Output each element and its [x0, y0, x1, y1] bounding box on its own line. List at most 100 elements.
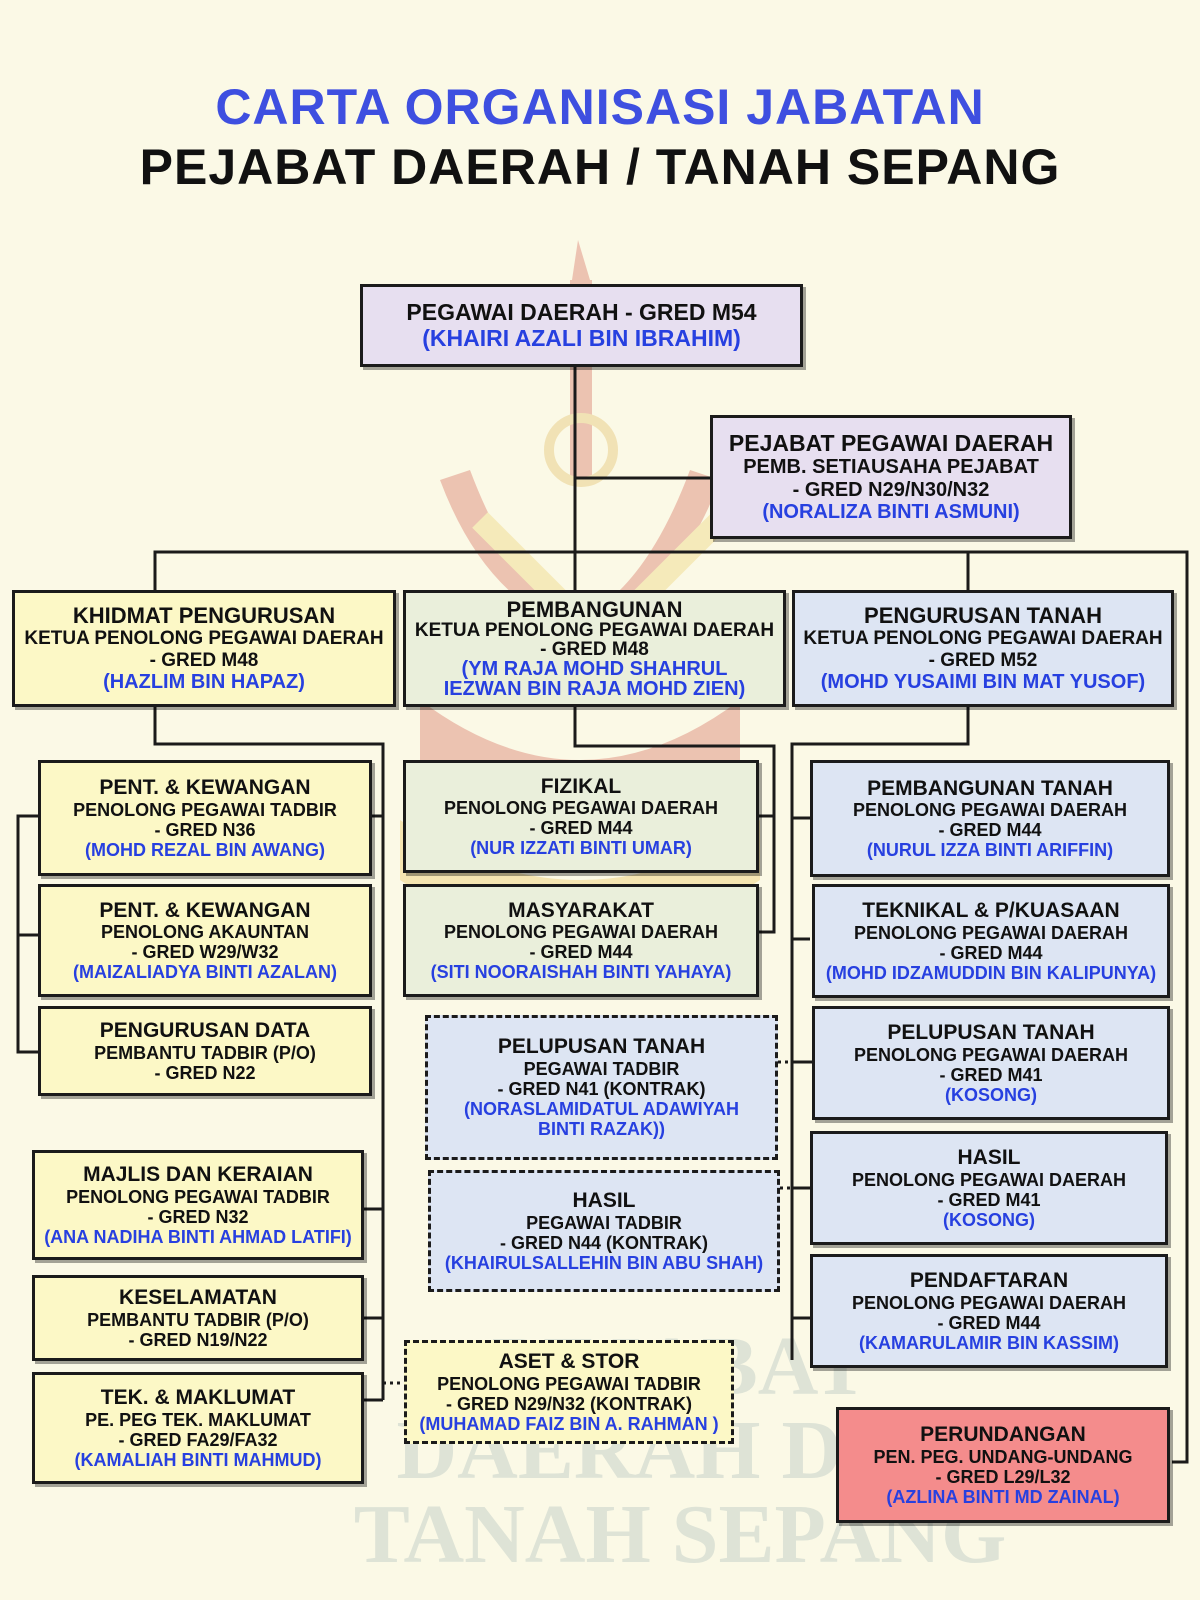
box-post: PEMB. SETIAUSAHA PEJABAT — [743, 456, 1039, 479]
box-grade: - GRED M48 — [540, 638, 649, 660]
box-title: TEKNIKAL & P/KUASAAN — [862, 899, 1120, 922]
box-grade: - GRED M44 — [938, 820, 1042, 841]
box-title: PEMBANGUNAN — [506, 596, 683, 622]
box-title: PENGURUSAN TANAH — [864, 602, 1102, 628]
box-name: (YM RAJA MOHD SHAHRUL IEZWAN BIN RAJA MO… — [443, 657, 746, 700]
box-name: (AZLINA BINTI MD ZAINAL) — [886, 1486, 1120, 1507]
box-pejabat-pegawai-daerah: PEJABAT PEGAWAI DAERAH PEMB. SETIAUSAHA … — [710, 415, 1072, 539]
box-grade: - GRED M44 — [529, 818, 633, 839]
box-name: (NURUL IZZA BINTI ARIFFIN) — [866, 840, 1114, 861]
box-grade: - GRED M41 — [939, 1064, 1043, 1085]
box-title: KESELAMATAN — [119, 1286, 277, 1310]
box-grade: - GRED N29/N32 (KONTRAK) — [445, 1393, 693, 1414]
box-post: PEMBANTU TADBIR (P/O) — [94, 1042, 316, 1063]
box-name: (SITI NOORAISHAH BINTI YAHAYA) — [430, 962, 732, 983]
box-title: ASET & STOR — [498, 1350, 640, 1373]
box-grade: - GRED N29/N30/N32 — [792, 478, 990, 501]
box-hasil: HASIL PENOLONG PEGAWAI DAERAH - GRED M41… — [810, 1131, 1168, 1245]
box-title: PELUPUSAN TANAH — [497, 1035, 706, 1059]
box-name: (KOSONG) — [943, 1209, 1035, 1230]
box-post: PENOLONG PEGAWAI TADBIR — [73, 799, 337, 820]
box-title: HASIL — [572, 1189, 636, 1212]
box-name: (NUR IZZATI BINTI UMAR) — [470, 838, 692, 859]
box-name: (KHAIRI AZALI BIN IBRAHIM) — [422, 324, 741, 351]
box-post: PE. PEG TEK. MAKLUMAT — [85, 1409, 311, 1430]
box-grade: - GRED L29/L32 — [935, 1466, 1071, 1487]
box-post: PENOLONG PEGAWAI DAERAH — [851, 1169, 1127, 1190]
box-title: PEMBANGUNAN TANAH — [867, 776, 1113, 800]
box-post: PENOLONG AKAUNTAN — [101, 922, 309, 943]
box-name: (MAIZALIADYA BINTI AZALAN) — [73, 962, 337, 983]
box-title: PERUNDANGAN — [920, 1423, 1086, 1446]
box-grade: - GRED N44 (KONTRAK) — [499, 1232, 708, 1253]
box-perundangan: PERUNDANGAN PEN. PEG. UNDANG-UNDANG - GR… — [836, 1407, 1170, 1523]
box-post: PEGAWAI TADBIR — [526, 1212, 682, 1233]
box-title: FIZIKAL — [540, 774, 622, 798]
box-post: KETUA PENOLONG PEGAWAI DAERAH — [24, 628, 384, 650]
box-post: KETUA PENOLONG PEGAWAI DAERAH — [414, 619, 775, 641]
box-title: PENGURUSAN DATA — [99, 1019, 311, 1043]
box-pembangunan-tanah: PEMBANGUNAN TANAH PENOLONG PEGAWAI DAERA… — [810, 760, 1170, 877]
box-grade: - GRED M44 — [939, 942, 1043, 963]
box-post: PEGAWAI TADBIR — [523, 1058, 680, 1079]
box-name: (KHAIRULSALLEHIN BIN ABU SHAH) — [444, 1252, 764, 1273]
middle-branch-line — [573, 706, 776, 934]
box-fizikal: FIZIKAL PENOLONG PEGAWAI DAERAH - GRED M… — [403, 760, 759, 873]
box-khidmat-pengurusan: KHIDMAT PENGURUSAN KETUA PENOLONG PEGAWA… — [12, 590, 396, 707]
box-post: PENOLONG PEGAWAI DAERAH — [443, 798, 719, 819]
box-hasil-kontrak: HASIL PEGAWAI TADBIR - GRED N44 (KONTRAK… — [428, 1170, 780, 1292]
box-kewangan-2: PENT. & KEWANGAN PENOLONG AKAUNTAN - GRE… — [38, 884, 372, 997]
box-post: PENOLONG PEGAWAI TADBIR — [66, 1186, 330, 1207]
box-name: (HAZLIM BIN HAPAZ) — [103, 670, 305, 693]
box-name: (KAMALIAH BINTI MAHMUD) — [74, 1449, 322, 1470]
box-pendaftaran: PENDAFTARAN PENOLONG PEGAWAI DAERAH - GR… — [810, 1254, 1168, 1368]
box-title: TEK. & MAKLUMAT — [100, 1386, 296, 1409]
box-keselamatan: KESELAMATAN PEMBANTU TADBIR (P/O) - GRED… — [32, 1275, 364, 1361]
box-grade: - GRED M48 — [149, 649, 259, 671]
box-grade: - GRED M41 — [937, 1189, 1041, 1210]
box-post: PENOLONG PEGAWAI DAERAH — [852, 800, 1128, 821]
left-branch-line — [153, 706, 385, 1400]
right-branch-line — [790, 706, 970, 1360]
box-pegawai-daerah: PEGAWAI DAERAH - GRED M54 (KHAIRI AZALI … — [360, 284, 803, 367]
box-grade: - GRED N22 — [154, 1062, 256, 1083]
box-post: PENOLONG PEGAWAI DAERAH — [853, 1044, 1129, 1065]
box-post: PENOLONG PEGAWAI DAERAH — [443, 922, 719, 943]
page-title: CARTA ORGANISASI JABATAN — [215, 79, 985, 135]
box-pembangunan: PEMBANGUNAN KETUA PENOLONG PEGAWAI DAERA… — [403, 590, 786, 707]
box-name: (MUHAMAD FAIZ BIN A. RAHMAN ) — [419, 1413, 719, 1434]
box-grade: - GRED M44 — [529, 942, 633, 963]
box-aset-stor: ASET & STOR PENOLONG PEGAWAI TADBIR - GR… — [404, 1340, 734, 1444]
box-masyarakat: MASYARAKAT PENOLONG PEGAWAI DAERAH - GRE… — [403, 884, 759, 997]
box-name: (NORASLAMIDATUL ADAWIYAH BINTI RAZAK)) — [464, 1099, 739, 1140]
box-title: PENDAFTARAN — [909, 1269, 1069, 1292]
box-pelupusan-tanah-kontrak: PELUPUSAN TANAH PEGAWAI TADBIR - GRED N4… — [425, 1015, 778, 1160]
box-grade: - GRED M44 — [937, 1312, 1041, 1333]
box-grade: - GRED FA29/FA32 — [118, 1429, 278, 1450]
box-title: PENT. & KEWANGAN — [99, 776, 311, 799]
box-majlis-keraian: MAJLIS DAN KERAIAN PENOLONG PEGAWAI TADB… — [32, 1150, 364, 1260]
box-name: (KAMARULAMIR BIN KASSIM) — [859, 1332, 1119, 1353]
box-name: (MOHD YUSAIMI BIN MAT YUSOF) — [820, 670, 1146, 693]
box-post: KETUA PENOLONG PEGAWAI DAERAH — [803, 628, 1163, 650]
box-title: KHIDMAT PENGURUSAN — [72, 602, 336, 628]
box-title: PEGAWAI DAERAH - GRED M54 — [406, 298, 757, 325]
box-title: MAJLIS DAN KERAIAN — [83, 1163, 313, 1186]
page-subtitle: PEJABAT DAERAH / TANAH SEPANG — [139, 139, 1061, 195]
box-kewangan-1: PENT. & KEWANGAN PENOLONG PEGAWAI TADBIR… — [38, 760, 372, 876]
box-grade: - GRED W29/W32 — [131, 942, 279, 963]
box-post: PENOLONG PEGAWAI DAERAH — [853, 922, 1129, 943]
box-title: PEJABAT PEGAWAI DAERAH — [728, 429, 1054, 456]
box-title: PELUPUSAN TANAH — [887, 1021, 1095, 1044]
box-pengurusan-tanah: PENGURUSAN TANAH KETUA PENOLONG PEGAWAI … — [792, 590, 1174, 707]
box-name: (MOHD REZAL BIN AWANG) — [85, 839, 325, 860]
box-name: (NORALIZA BINTI ASMUNI) — [762, 501, 1020, 524]
box-pelupusan-tanah: PELUPUSAN TANAH PENOLONG PEGAWAI DAERAH … — [812, 1006, 1170, 1120]
box-grade: - GRED N32 — [147, 1206, 249, 1227]
box-grade: - GRED N36 — [154, 819, 256, 840]
box-tek-maklumat: TEK. & MAKLUMAT PE. PEG TEK. MAKLUMAT - … — [32, 1372, 364, 1484]
box-title: MASYARAKAT — [508, 898, 654, 922]
box-grade: - GRED N41 (KONTRAK) — [497, 1079, 706, 1100]
box-title: PENT. & KEWANGAN — [99, 898, 311, 922]
